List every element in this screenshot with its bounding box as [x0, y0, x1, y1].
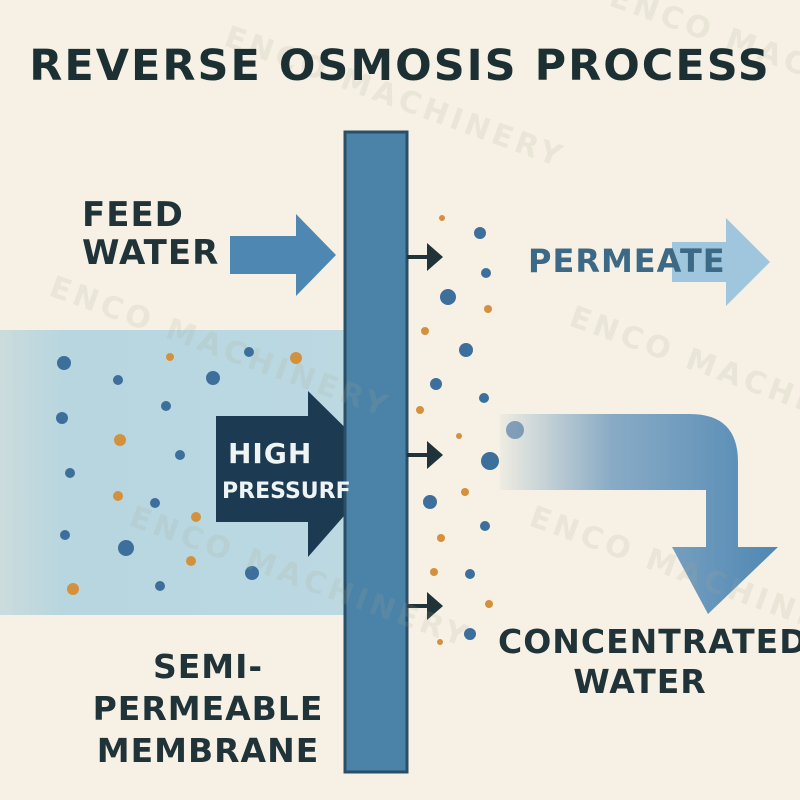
particle-blue [465, 569, 475, 579]
feed-water-label: FEED WATER [82, 196, 242, 272]
concentrated-water-label: CONCENTRATED WATER [498, 622, 800, 703]
particle-blue [506, 421, 524, 439]
particle-blue [430, 378, 442, 390]
particle-orange [456, 433, 462, 439]
particle-blue [244, 347, 254, 357]
high-pressure-line2: PRESSURF [222, 479, 351, 504]
particle-blue [206, 371, 220, 385]
particle-orange [166, 353, 174, 361]
membrane-line1: SEMI- [152, 647, 264, 686]
particle-orange [290, 352, 302, 364]
particle-orange [439, 215, 445, 221]
permeate-label: PERMEATE [528, 242, 726, 280]
particle-orange [191, 512, 201, 522]
particle-orange [113, 491, 123, 501]
particle-blue [161, 401, 171, 411]
particle-blue [57, 356, 71, 370]
particle-orange [461, 488, 469, 496]
particle-orange [416, 406, 424, 414]
particle-blue [150, 498, 160, 508]
particle-blue [440, 289, 456, 305]
particle-orange [421, 327, 429, 335]
particle-orange [430, 568, 438, 576]
particle-blue [245, 566, 259, 580]
concentrated-line2: WATER [573, 662, 707, 702]
particle-blue [481, 452, 499, 470]
pass-arrow-icon [407, 243, 443, 271]
membrane-label: SEMI- PERMEABLE MEMBRANE [78, 646, 338, 773]
particle-orange [484, 305, 492, 313]
particle-blue [464, 628, 476, 640]
feed-particles [56, 347, 302, 595]
particle-blue [459, 343, 473, 357]
particle-blue [65, 468, 75, 478]
feed-water-line1: FEED [82, 195, 184, 235]
particle-blue [481, 268, 491, 278]
concentrated-line1: CONCENTRATED [498, 622, 800, 661]
permeate-particles [416, 215, 499, 645]
particle-orange [437, 639, 443, 645]
membrane-line2: PERMEABLE [92, 689, 324, 729]
particle-orange [67, 583, 79, 595]
particle-orange [437, 534, 445, 542]
concentrate-arrow-icon [500, 414, 778, 614]
diagram-title: REVERSE OSMOSIS PROCESS [29, 41, 771, 91]
particle-orange [186, 556, 196, 566]
membrane-pass-arrows [407, 243, 443, 620]
particle-blue [113, 375, 123, 385]
particle-blue [474, 227, 486, 239]
particle-blue [423, 495, 437, 509]
particle-orange [485, 600, 493, 608]
pass-arrow-icon [407, 592, 443, 620]
semi-permeable-membrane [343, 130, 409, 774]
feed-water-line2: WATER [82, 233, 220, 274]
particle-blue [479, 393, 489, 403]
particle-blue [480, 521, 490, 531]
high-pressure-line1: HIGH [228, 437, 313, 470]
particle-blue [155, 581, 165, 591]
particle-blue [118, 540, 134, 556]
pass-arrow-icon [407, 441, 443, 469]
particle-orange [114, 434, 126, 446]
feed-arrow-icon [230, 214, 336, 296]
permeate-arrow-icon [672, 218, 770, 306]
particle-blue [56, 412, 68, 424]
particle-blue [60, 530, 70, 540]
membrane-line3: MEMBRANE [96, 731, 320, 771]
particle-blue [175, 450, 185, 460]
